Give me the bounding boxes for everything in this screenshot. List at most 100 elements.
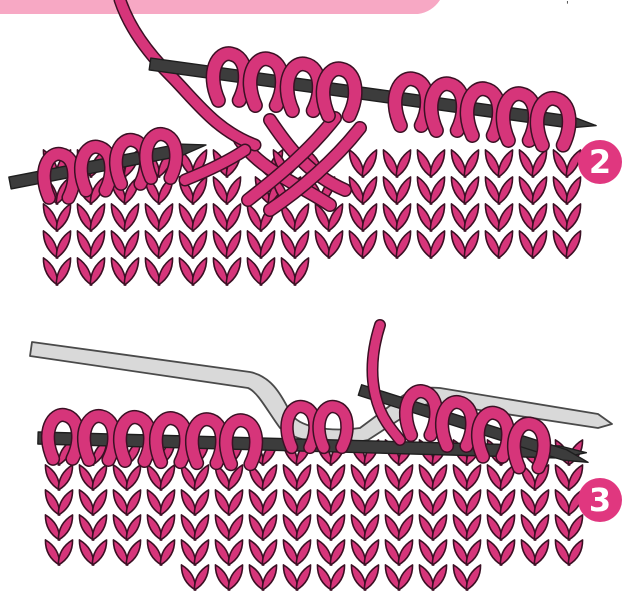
stitch-leg (500, 540, 514, 565)
stitch-leg (385, 540, 399, 565)
stitch-leg (396, 231, 410, 258)
stitch-leg (419, 490, 433, 515)
step-number: 2 (589, 146, 611, 178)
stitch-leg (228, 540, 242, 565)
knit-stitch (487, 515, 514, 540)
knit-stitch (317, 540, 344, 565)
stitch-leg (364, 490, 378, 515)
stitch-leg (464, 204, 478, 231)
knit-stitch (247, 258, 274, 285)
stitch-leg (192, 231, 206, 258)
stitch-leg (485, 150, 499, 177)
stitch-leg (283, 515, 297, 540)
stitch-leg (192, 204, 206, 231)
stitch-leg (113, 490, 127, 515)
stitch-leg (364, 465, 378, 490)
stitch-leg (58, 515, 72, 540)
knit-stitch (213, 231, 240, 258)
knit-stitch (181, 565, 208, 590)
knit-stitch (453, 565, 480, 590)
knit-stitch (351, 490, 378, 515)
stitch-leg (124, 204, 138, 231)
stitch-leg (453, 515, 467, 540)
stitch-leg (432, 565, 446, 590)
knit-stitch (519, 204, 546, 231)
knit-stitch (281, 258, 308, 285)
knit-stitch (111, 258, 138, 285)
stitch-leg (498, 231, 512, 258)
stitch-leg (553, 204, 567, 231)
stitch-leg (113, 465, 127, 490)
stitch-leg (498, 150, 512, 177)
stitch-leg (90, 231, 104, 258)
knit-stitch (249, 490, 276, 515)
knit-stitch (249, 565, 276, 590)
step-3-illustration (30, 325, 612, 590)
step-number-badge: 2 (578, 140, 622, 184)
stitch-leg (90, 204, 104, 231)
stitch-leg (126, 465, 140, 490)
stitch-leg (568, 540, 582, 565)
stitch-leg (519, 231, 533, 258)
knit-stitch (349, 231, 376, 258)
stitch-leg (398, 490, 412, 515)
knit-stitch (351, 540, 378, 565)
stitch-leg (521, 540, 535, 565)
stitch-leg (487, 490, 501, 515)
stitch-leg (260, 231, 274, 258)
stitch-leg (419, 540, 433, 565)
knit-stitch (215, 490, 242, 515)
stitch-leg (432, 490, 446, 515)
stitch-leg (79, 515, 93, 540)
knit-stitch (179, 258, 206, 285)
stitch-leg (362, 231, 376, 258)
stitch-leg (296, 515, 310, 540)
knit-stitch (451, 231, 478, 258)
stitch-leg (281, 231, 295, 258)
stitch-leg (534, 540, 548, 565)
stitch-leg (79, 490, 93, 515)
knit-stitch (451, 177, 478, 204)
knit-stitch (79, 465, 106, 490)
stitch-leg (145, 204, 159, 231)
knit-stitch (485, 231, 512, 258)
stitch-leg (160, 540, 174, 565)
stitch-leg (228, 490, 242, 515)
stitch-leg (566, 204, 580, 231)
knit-stitch (555, 540, 582, 565)
stitch-leg (296, 490, 310, 515)
stitch-leg (147, 490, 161, 515)
stitch-leg (249, 515, 263, 540)
stitch-leg (385, 515, 399, 540)
stitch-leg (330, 515, 344, 540)
knit-stitch (453, 490, 480, 515)
stitch-leg (464, 150, 478, 177)
knit-stitch (383, 204, 410, 231)
stitch-leg (532, 177, 546, 204)
stitch-leg (430, 204, 444, 231)
knit-stitch (521, 515, 548, 540)
knit-stitch (283, 565, 310, 590)
stitch-leg (328, 231, 342, 258)
stitch-leg (213, 204, 227, 231)
stitch-leg (43, 258, 57, 285)
stitch-leg (58, 490, 72, 515)
stitch-leg (487, 465, 501, 490)
stitch-leg (419, 515, 433, 540)
stitch-leg (92, 540, 106, 565)
stitch-leg (215, 515, 229, 540)
stitch-leg (430, 231, 444, 258)
knit-stitch (249, 515, 276, 540)
knit-stitch (385, 515, 412, 540)
stitch-leg (351, 565, 365, 590)
knit-stitch (317, 515, 344, 540)
knit-stitch (385, 465, 412, 490)
knit-stitch (419, 515, 446, 540)
stitch-leg (317, 490, 331, 515)
stitch-leg (158, 204, 172, 231)
stitch-leg (45, 540, 59, 565)
stitch-leg (228, 565, 242, 590)
stitch-leg (487, 540, 501, 565)
stitch-leg (464, 177, 478, 204)
